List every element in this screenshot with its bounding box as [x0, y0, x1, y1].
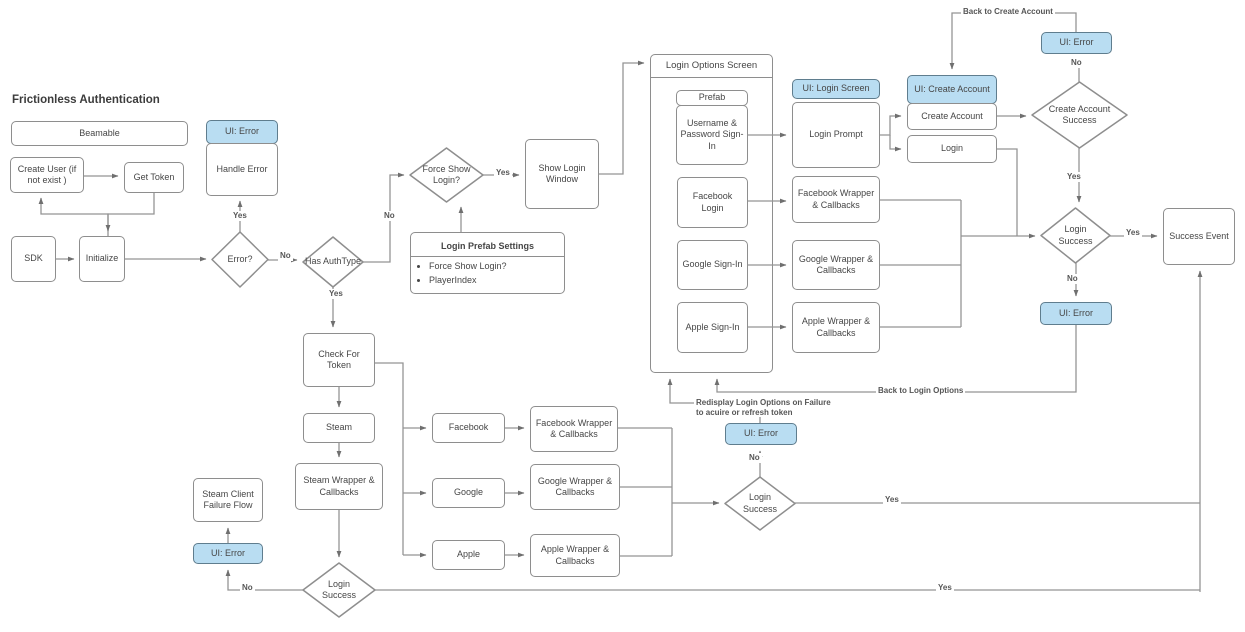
login-prefab-settings-item: PlayerIndex	[429, 274, 564, 287]
edge-label-no: No	[240, 583, 255, 593]
node-facebook-wrapper: Facebook Wrapper & Callbacks	[792, 176, 880, 223]
node-steam-wrapper: Steam Wrapper & Callbacks	[295, 463, 383, 510]
node-apple-signin: Apple Sign-In	[677, 302, 748, 353]
node-ui-login-screen: UI: Login Screen	[792, 79, 880, 99]
edge-label-redisplay: Redisplay Login Options on Failure to ac…	[694, 398, 833, 418]
node-beamable: Beamable	[11, 121, 188, 146]
edge-label-yes: Yes	[494, 168, 512, 178]
diamond-label-has-authtype: Has AuthType	[304, 256, 362, 267]
login-prefab-settings-title: Login Prefab Settings	[411, 236, 564, 258]
edge-label-yes: Yes	[1124, 228, 1142, 238]
login-options-screen-title: Login Options Screen	[651, 55, 772, 78]
edge-label-redisplay-line2: to acuire or refresh token	[696, 407, 793, 417]
node-ui-error-right-mid: UI: Error	[1040, 302, 1112, 325]
node-sdk: SDK	[11, 236, 56, 282]
edge-label-yes: Yes	[1065, 172, 1083, 182]
diamond-label-create-account-success: Create Account Success	[1048, 103, 1111, 125]
node-google: Google	[432, 478, 505, 508]
node-ui-error-handle-header: UI: Error	[206, 120, 278, 144]
edge-label-no: No	[747, 453, 762, 463]
edge-check-token-branch	[375, 362, 404, 555]
node-steam-client-failure-flow: Steam Client Failure Flow	[193, 478, 263, 522]
node-get-token: Get Token	[124, 162, 184, 193]
edge-get-token-initialize	[105, 193, 155, 232]
node-show-login-window: Show Login Window	[525, 139, 599, 209]
diamond-label-force-show-login: Force Show Login?	[422, 163, 471, 185]
login-prefab-settings-item: Force Show Login?	[429, 260, 564, 273]
edge-label-no: No	[1069, 58, 1084, 68]
node-username-password-signin: Username & Password Sign-In	[676, 105, 748, 165]
node-apple-wrapper-2: Apple Wrapper & Callbacks	[530, 534, 620, 577]
node-ui-create-account: UI: Create Account	[907, 75, 997, 104]
node-google-wrapper-2: Google Wrapper & Callbacks	[530, 464, 620, 510]
node-ui-error-top-right: UI: Error	[1041, 32, 1112, 54]
edge-label-yes: Yes	[327, 289, 345, 299]
edge-label-back-to-login-options: Back to Login Options	[876, 386, 966, 396]
node-login: Login	[907, 135, 997, 163]
edge-initialize-create-user	[38, 197, 109, 236]
edge-label-redisplay-line1: Redisplay Login Options on Failure	[696, 398, 831, 407]
node-handle-error: Handle Error	[206, 143, 278, 196]
edge-label-no: No	[278, 251, 293, 261]
node-apple: Apple	[432, 540, 505, 570]
edge-login-join	[997, 148, 1018, 236]
edge-label-yes: Yes	[883, 495, 901, 505]
node-facebook: Facebook	[432, 413, 505, 443]
edge-wrappers-login-success	[880, 199, 1035, 328]
edge-show-login-window-options	[599, 60, 645, 175]
edge-label-yes: Yes	[936, 583, 954, 593]
edge-label-no: No	[382, 211, 397, 221]
node-prefab: Prefab	[676, 90, 748, 106]
edge-wrappers2-login-success	[618, 427, 719, 557]
diamond-label-error: Error?	[227, 253, 253, 264]
node-login-prompt: Login Prompt	[792, 102, 880, 168]
node-initialize: Initialize	[79, 236, 125, 282]
edge-login-prompt-login	[889, 135, 902, 152]
edge-label-no: No	[1065, 274, 1080, 284]
diamond-label-login-success-mid: Login Success	[742, 492, 777, 514]
node-facebook-wrapper-2: Facebook Wrapper & Callbacks	[530, 406, 618, 452]
node-steam: Steam	[303, 413, 375, 443]
edge-label-back-to-create-account: Back to Create Account	[961, 7, 1055, 17]
node-google-wrapper: Google Wrapper & Callbacks	[792, 240, 880, 290]
edge-label-yes: Yes	[231, 211, 249, 221]
node-google-signin: Google Sign-In	[677, 240, 748, 290]
node-apple-wrapper: Apple Wrapper & Callbacks	[792, 302, 880, 353]
node-ui-error-bottom-mid: UI: Error	[725, 423, 797, 445]
node-ui-error-bottom-left: UI: Error	[193, 543, 263, 564]
diamond-label-login-success-right: Login Success	[1058, 224, 1093, 246]
node-success-event: Success Event	[1163, 208, 1235, 265]
node-create-user: Create User (if not exist )	[10, 157, 84, 193]
diagram-title: Frictionless Authentication	[12, 94, 160, 106]
diamond-label-login-success-bottom-left: Login Success	[321, 578, 356, 600]
node-login-prefab-settings: Login Prefab Settings Force Show Login? …	[410, 232, 565, 294]
node-create-account: Create Account	[907, 103, 997, 130]
node-check-for-token: Check For Token	[303, 333, 375, 387]
node-facebook-login: Facebook Login	[677, 177, 748, 228]
edge-login-prompt-create-account	[880, 113, 902, 136]
login-prefab-settings-list: Force Show Login? PlayerIndex	[429, 260, 564, 286]
